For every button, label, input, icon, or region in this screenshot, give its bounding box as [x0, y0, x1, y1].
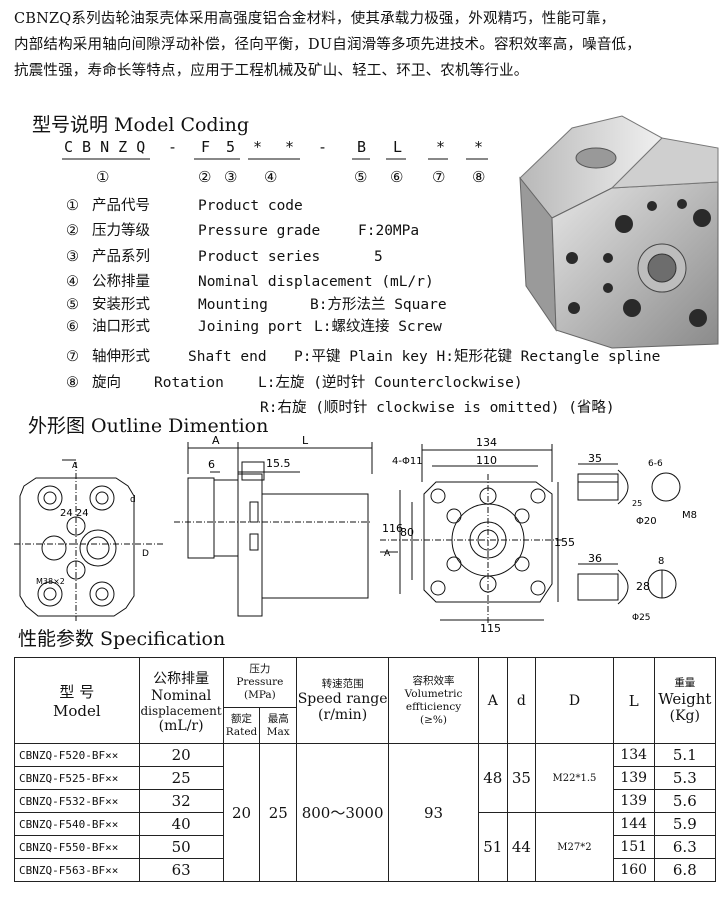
code-ref-2: ② — [198, 168, 212, 186]
table-row: CBNZQ-F563-BF×× 63 160 6.8 — [14, 858, 717, 882]
dim-d-group2: 44 — [506, 812, 537, 882]
dim-D-group1: M22*1.5 — [535, 743, 614, 813]
dim-D18-label: D — [142, 549, 149, 559]
dim-d-group1: 35 — [506, 743, 537, 813]
rear-dim-80: 80 — [400, 526, 414, 539]
rotation-right-note: R:右旋 (顺时针 clockwise is omitted) (省略) — [260, 400, 615, 416]
shaft-detail-drawing: 35 6-6 M8 Φ20 25 36 8 28 Φ25 — [577, 452, 697, 623]
code-char: L — [393, 138, 403, 156]
code-char: 5 — [226, 138, 236, 156]
dim-24-24: 24 24 — [60, 508, 89, 519]
code-char: F — [201, 138, 211, 156]
code-char: * — [285, 138, 295, 156]
dim-D-group2: M27*2 — [535, 812, 614, 882]
code-dash: - — [318, 138, 328, 156]
code-dash: - — [168, 138, 178, 156]
header-d: d — [506, 657, 537, 744]
pump-photo — [519, 115, 719, 349]
code-ref-8: ⑧ — [472, 168, 486, 186]
shaft-dim-d25: Φ25 — [632, 613, 651, 623]
table-row: CBNZQ-F540-BF×× 40 51 44 M27*2 144 5.9 — [14, 812, 717, 882]
intro-line: 内部结构采用轴向间隙浮动补偿，径向平衡，DU自润滑等多项先进技术。容积效率高，噪… — [14, 37, 641, 53]
side-dim-6: 6 — [208, 458, 215, 471]
shaft-dim-25: 25 — [632, 499, 642, 508]
dim-a-group1: 48 — [477, 743, 508, 813]
table-row: CBNZQ-F525-BF×× 25 139 5.3 — [14, 766, 717, 790]
code-ref-4: ④ — [264, 168, 278, 186]
code-char: * — [253, 138, 263, 156]
thread-m8: M8 — [682, 510, 697, 521]
shaft-dim-36: 36 — [588, 552, 602, 565]
rear-dim-155: 155 — [554, 536, 575, 549]
code-ref-3: ③ — [224, 168, 238, 186]
rear-dim-110: 110 — [476, 454, 497, 467]
code-char: B — [357, 138, 367, 156]
model-code-string: C B N Z Q - F 5 * * - B L * * — [0, 138, 500, 160]
key-dim-28: 28 — [636, 580, 650, 593]
rear-dim-115: 115 — [480, 622, 501, 635]
code-ref-5: ⑤ — [354, 168, 368, 186]
spline-spec: 6-6 — [648, 459, 663, 469]
code-ref-6: ⑥ — [390, 168, 404, 186]
spec-title: 性能参数 Specification — [18, 628, 226, 650]
rear-dim-116: 116 — [382, 522, 403, 535]
table-row: CBNZQ-F532-BF×× 32 139 5.6 — [14, 789, 717, 813]
side-dim-a: A — [212, 434, 220, 447]
rear-view-drawing: 134 110 4-Φ11 116 80 A 155 115 — [380, 436, 575, 635]
max-pressure: 25 — [259, 743, 298, 882]
model-coding-title: 型号说明 Model Coding — [32, 114, 250, 136]
code-underlines — [62, 158, 488, 160]
intro-line: 抗震性强，寿命长等特点，应用于工程机械及矿山、轻工、环卫、农机等行业。 — [14, 63, 529, 79]
front-view-a-label: A — [72, 461, 78, 470]
dim-a-group2: 51 — [477, 812, 508, 882]
rear-dim-holes: 4-Φ11 — [392, 456, 423, 467]
volumetric-efficiency: 93 — [388, 743, 479, 882]
side-dim-l: L — [302, 434, 309, 447]
header-a: A — [477, 657, 508, 744]
dim-m38-label: M38×2 — [36, 577, 65, 586]
shaft-dim-35: 35 — [588, 452, 602, 465]
code-ref-1: ① — [96, 168, 110, 186]
code-ref-7: ⑦ — [432, 168, 446, 186]
code-char: * — [436, 138, 446, 156]
dim-d-label: d — [130, 495, 136, 505]
code-prefix: C B N Z Q — [64, 138, 146, 156]
intro-paragraph: CBNZQ系列齿轮油泵壳体采用高强度铝合金材料，使其承载力极强，外观精巧，性能可… — [14, 6, 714, 84]
shaft-dim-d20: Φ20 — [636, 516, 657, 527]
front-view-drawing: A 24 24 d D M38×2 — [14, 459, 164, 621]
header-l: L — [612, 657, 655, 744]
code-char: * — [474, 138, 484, 156]
intro-line: CBNZQ系列齿轮油泵壳体采用高强度铝合金材料，使其承载力极强，外观精巧，性能可… — [14, 11, 616, 27]
table-row: CBNZQ-F520-BF×× 20 20 25 800～3000 93 48 … — [14, 743, 717, 882]
outline-title: 外形图 Outline Dimention — [28, 415, 269, 437]
side-view-drawing: A L 6 15.5 — [174, 434, 373, 617]
rear-dim-134: 134 — [476, 436, 497, 449]
header-D: D — [535, 657, 614, 744]
key-dim-8: 8 — [658, 556, 664, 567]
speed-range: 800～3000 — [296, 743, 390, 882]
rated-pressure: 20 — [222, 743, 261, 882]
table-row: CBNZQ-F550-BF×× 50 151 6.3 — [14, 835, 717, 859]
side-dim-15-5: 15.5 — [266, 457, 291, 470]
rear-dim-a: A — [384, 549, 391, 559]
